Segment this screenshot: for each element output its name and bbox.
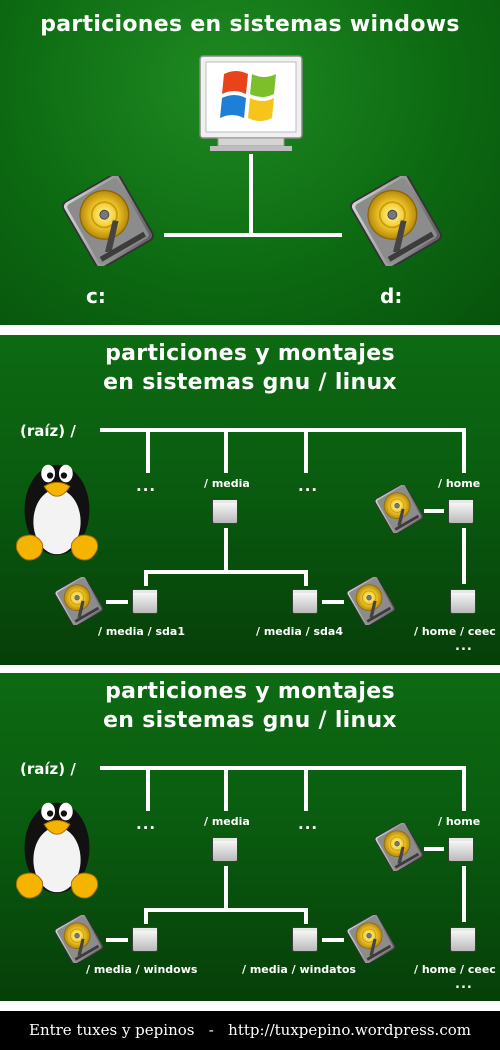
ellipsis: ... — [298, 477, 319, 495]
home-label: / home — [438, 477, 481, 490]
hard-drive-icon — [54, 915, 104, 963]
tree-line — [144, 570, 308, 574]
tree-line — [100, 428, 466, 432]
hard-drive-icon — [346, 915, 396, 963]
hard-drive-icon — [54, 577, 104, 625]
mount-windatos-label: / media / windatos — [242, 963, 356, 976]
footer-site-name: Entre tuxes y pepinos — [29, 1021, 195, 1039]
ellipsis: ... — [136, 477, 157, 495]
linux-title-line2: en sistemas gnu / linux — [103, 370, 397, 395]
media-label: / media — [204, 815, 250, 828]
tree-line — [304, 908, 308, 924]
folder-icon — [448, 837, 474, 862]
tree-line — [304, 428, 308, 473]
tree-line — [224, 766, 228, 811]
windows-monitor-icon — [199, 55, 303, 151]
footer-bar: Entre tuxes y pepinos - http://tuxpepino… — [0, 1011, 500, 1050]
mount-windows-label: / media / windows — [86, 963, 198, 976]
drive-c-label: c: — [86, 284, 106, 308]
ellipsis: ... — [455, 639, 473, 654]
tux-penguin-icon — [15, 802, 99, 899]
tree-line — [304, 570, 308, 586]
tree-line — [224, 528, 228, 572]
tree-line — [249, 154, 253, 236]
root-label: (raíz) / — [20, 422, 76, 440]
tree-line — [304, 766, 308, 811]
tree-line — [462, 428, 466, 473]
footer-separator: - — [208, 1021, 214, 1039]
tree-line — [144, 908, 308, 912]
hard-drive-icon — [348, 176, 444, 266]
linux-title-line2: en sistemas gnu / linux — [103, 708, 397, 733]
home-label: / home — [438, 815, 481, 828]
root-label: (raíz) / — [20, 760, 76, 778]
tree-line — [424, 509, 444, 513]
tree-line — [106, 600, 128, 604]
footer-url[interactable]: http://tuxpepino.wordpress.com — [228, 1021, 471, 1039]
tree-line — [164, 233, 342, 237]
tux-penguin-icon — [15, 464, 99, 561]
ellipsis: ... — [298, 815, 319, 833]
tree-line — [146, 428, 150, 473]
ellipsis: ... — [455, 977, 473, 992]
folder-icon — [212, 837, 238, 862]
linux-panel-windows: particiones y montajes en sistemas gnu /… — [0, 673, 500, 1001]
tree-line — [322, 938, 344, 942]
mount-ceec-label: / home / ceec — [414, 963, 496, 976]
hard-drive-icon — [346, 577, 396, 625]
hard-drive-icon — [374, 823, 424, 871]
hard-drive-icon — [374, 485, 424, 533]
tree-line — [224, 866, 228, 910]
folder-icon — [132, 927, 158, 952]
mount-ceec-label: / home / ceec — [414, 625, 496, 638]
linux-title-line1: particiones y montajes — [105, 679, 395, 704]
tree-line — [462, 528, 466, 584]
tree-line — [146, 766, 150, 811]
tree-line — [462, 866, 466, 922]
windows-title: particiones en sistemas windows — [40, 12, 460, 37]
tree-line — [144, 908, 148, 924]
tree-line — [322, 600, 344, 604]
folder-icon — [450, 927, 476, 952]
tree-line — [462, 766, 466, 811]
folder-icon — [292, 589, 318, 614]
tree-line — [144, 570, 148, 586]
tree-line — [106, 938, 128, 942]
mount-sda4-label: / media / sda4 — [256, 625, 344, 638]
tree-line — [224, 428, 228, 473]
folder-icon — [212, 499, 238, 524]
drive-d-label: d: — [380, 284, 403, 308]
mount-sda1-label: / media / sda1 — [98, 625, 186, 638]
linux-title-line1: particiones y montajes — [105, 341, 395, 366]
folder-icon — [448, 499, 474, 524]
folder-icon — [450, 589, 476, 614]
hard-drive-icon — [60, 176, 156, 266]
tree-line — [424, 847, 444, 851]
linux-panel-sda: particiones y montajes en sistemas gnu /… — [0, 335, 500, 665]
ellipsis: ... — [136, 815, 157, 833]
tree-line — [100, 766, 466, 770]
folder-icon — [292, 927, 318, 952]
windows-panel: particiones en sistemas windows c: d: — [0, 0, 500, 325]
media-label: / media — [204, 477, 250, 490]
folder-icon — [132, 589, 158, 614]
